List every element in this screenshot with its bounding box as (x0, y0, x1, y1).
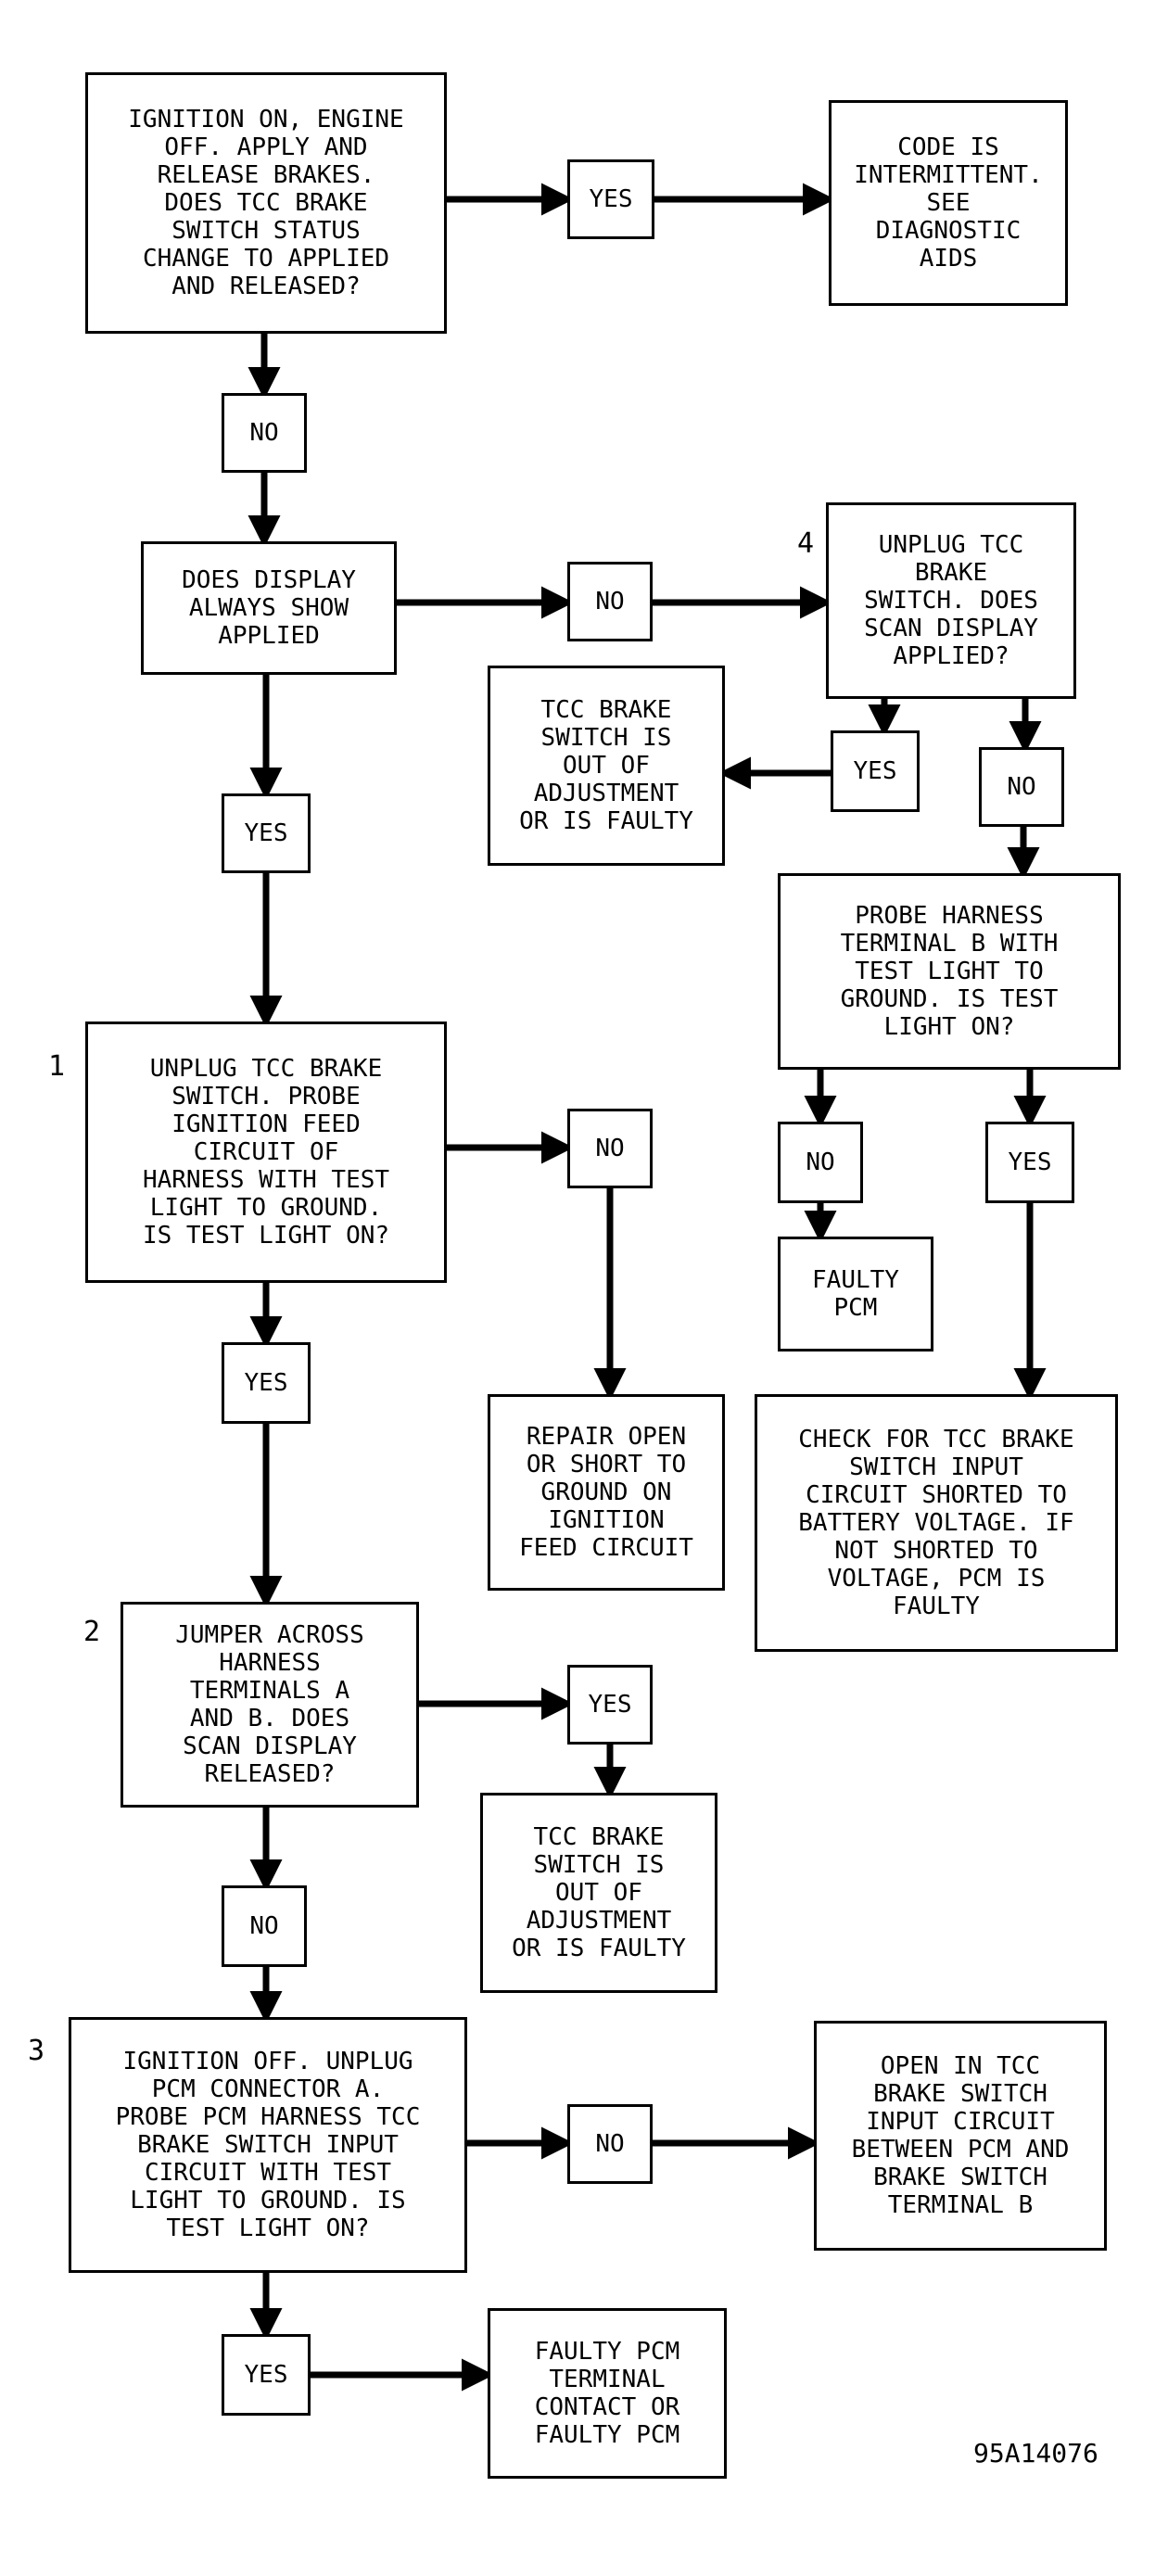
node-yes-6: YES (567, 1665, 653, 1745)
node-yes-5: YES (222, 1342, 311, 1424)
node-switch-out-of-adjustment-1: TCC BRAKE SWITCH IS OUT OF ADJUSTMENT OR… (488, 666, 725, 866)
node-always-applied-question: DOES DISPLAY ALWAYS SHOW APPLIED (141, 541, 397, 675)
node-repair-open: REPAIR OPEN OR SHORT TO GROUND ON IGNITI… (488, 1394, 725, 1591)
node-yes-1: YES (567, 159, 654, 239)
node-no-1: NO (222, 393, 307, 473)
node-pcm-connector-question: IGNITION OFF. UNPLUG PCM CONNECTOR A. PR… (69, 2017, 467, 2273)
node-jumper-question: JUMPER ACROSS HARNESS TERMINALS A AND B.… (121, 1602, 419, 1808)
node-faulty-pcm-terminal: FAULTY PCM TERMINAL CONTACT OR FAULTY PC… (488, 2308, 727, 2479)
node-no-3: NO (979, 747, 1064, 827)
node-yes-2: YES (831, 730, 920, 812)
node-yes-4: YES (985, 1122, 1074, 1203)
node-faulty-pcm: FAULTY PCM (778, 1237, 933, 1351)
node-switch-out-of-adjustment-2: TCC BRAKE SWITCH IS OUT OF ADJUSTMENT OR… (480, 1793, 717, 1993)
node-check-short: CHECK FOR TCC BRAKE SWITCH INPUT CIRCUIT… (755, 1394, 1118, 1652)
node-no-6: NO (222, 1885, 307, 1967)
node-no-7: NO (567, 2104, 653, 2184)
node-no-2: NO (567, 562, 653, 641)
node-unplug-scan-question: UNPLUG TCC BRAKE SWITCH. DOES SCAN DISPL… (826, 502, 1076, 699)
step-label-4: 4 (797, 527, 815, 560)
node-probe-ignition-question: UNPLUG TCC BRAKE SWITCH. PROBE IGNITION … (85, 1022, 447, 1283)
node-probe-terminal-b-question: PROBE HARNESS TERMINAL B WITH TEST LIGHT… (778, 873, 1121, 1070)
node-yes-3: YES (222, 793, 311, 873)
node-open-input-circuit: OPEN IN TCC BRAKE SWITCH INPUT CIRCUIT B… (814, 2021, 1107, 2251)
step-label-2: 2 (83, 1616, 101, 1648)
node-code-intermittent: CODE IS INTERMITTENT. SEE DIAGNOSTIC AID… (829, 100, 1068, 306)
figure-id: 95A14076 (973, 2438, 1098, 2468)
node-no-5: NO (778, 1122, 863, 1203)
step-label-1: 1 (48, 1050, 66, 1083)
node-yes-7: YES (222, 2334, 311, 2416)
node-no-4: NO (567, 1109, 653, 1188)
node-status-change-question: IGNITION ON, ENGINE OFF. APPLY AND RELEA… (85, 72, 447, 334)
step-label-3: 3 (28, 2035, 45, 2067)
